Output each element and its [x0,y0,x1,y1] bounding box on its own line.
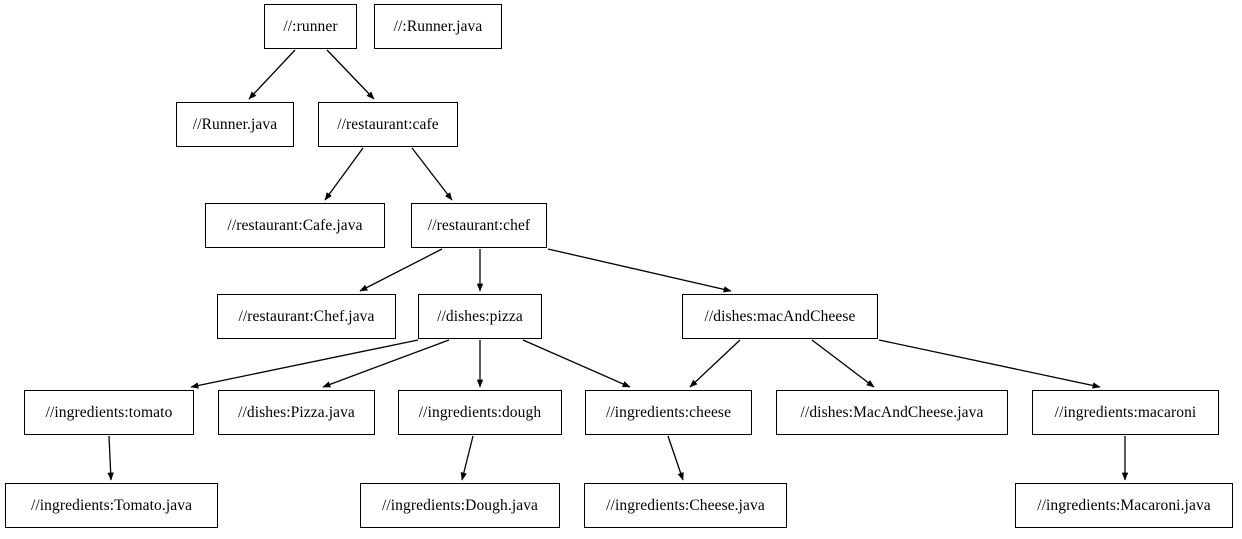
graph-node-cafe_java[interactable]: //restaurant:Cafe.java [205,203,385,248]
graph-node-macandcheese[interactable]: //dishes:macAndCheese [682,294,878,339]
graph-edge-chef-to-chef_java [359,248,443,292]
graph-node-runner[interactable]: //:runner [264,4,357,49]
graph-node-tomato_java[interactable]: //ingredients:Tomato.java [5,483,218,528]
graph-node-root_runner_java[interactable]: //:Runner.java [374,4,502,49]
graph-edge-cheese-to-cheese_java [667,435,684,481]
graph-edge-pizza-to-cheese [522,339,631,388]
graph-edge-cafe-to-chef [411,147,453,201]
graph-node-macaroni[interactable]: //ingredients:macaroni [1032,390,1219,435]
graph-edge-pizza-to-tomato [190,339,419,389]
graph-edge-tomato-to-tomato_java [107,435,114,481]
graph-edge-cafe-to-cafe_java [324,147,364,201]
graph-node-chef_java[interactable]: //restaurant:Chef.java [217,294,396,339]
graph-node-macandcheese_java[interactable]: //dishes:MacAndCheese.java [776,390,1008,435]
graph-node-chef[interactable]: //restaurant:chef [411,203,547,248]
graph-edge-runner-to-runner_java [248,49,296,100]
graph-node-dough_java[interactable]: //ingredients:Dough.java [360,483,560,528]
graph-node-macaroni_java[interactable]: //ingredients:Macaroni.java [1015,483,1233,528]
graph-node-runner_java[interactable]: //Runner.java [176,102,294,147]
graph-node-dough[interactable]: //ingredients:dough [398,390,562,435]
graph-edge-dough-to-dough_java [460,435,474,481]
graph-node-cafe[interactable]: //restaurant:cafe [318,102,458,147]
graph-edge-macandcheese-to-macandcheese_java [811,339,875,388]
graph-node-cheese[interactable]: //ingredients:cheese [585,390,752,435]
graph-edge-macandcheese-to-macaroni [878,339,1101,389]
graph-node-pizza[interactable]: //dishes:pizza [418,294,542,339]
graph-edge-runner-to-cafe [326,49,375,100]
graph-node-pizza_java[interactable]: //dishes:Pizza.java [218,390,375,435]
graph-edge-pizza-to-pizza_java [322,339,450,388]
graph-node-cheese_java[interactable]: //ingredients:Cheese.java [584,483,787,528]
graph-edge-chef-to-macandcheese [547,248,732,293]
graph-node-tomato[interactable]: //ingredients:tomato [24,390,194,435]
graph-edge-macandcheese-to-cheese [689,339,741,388]
